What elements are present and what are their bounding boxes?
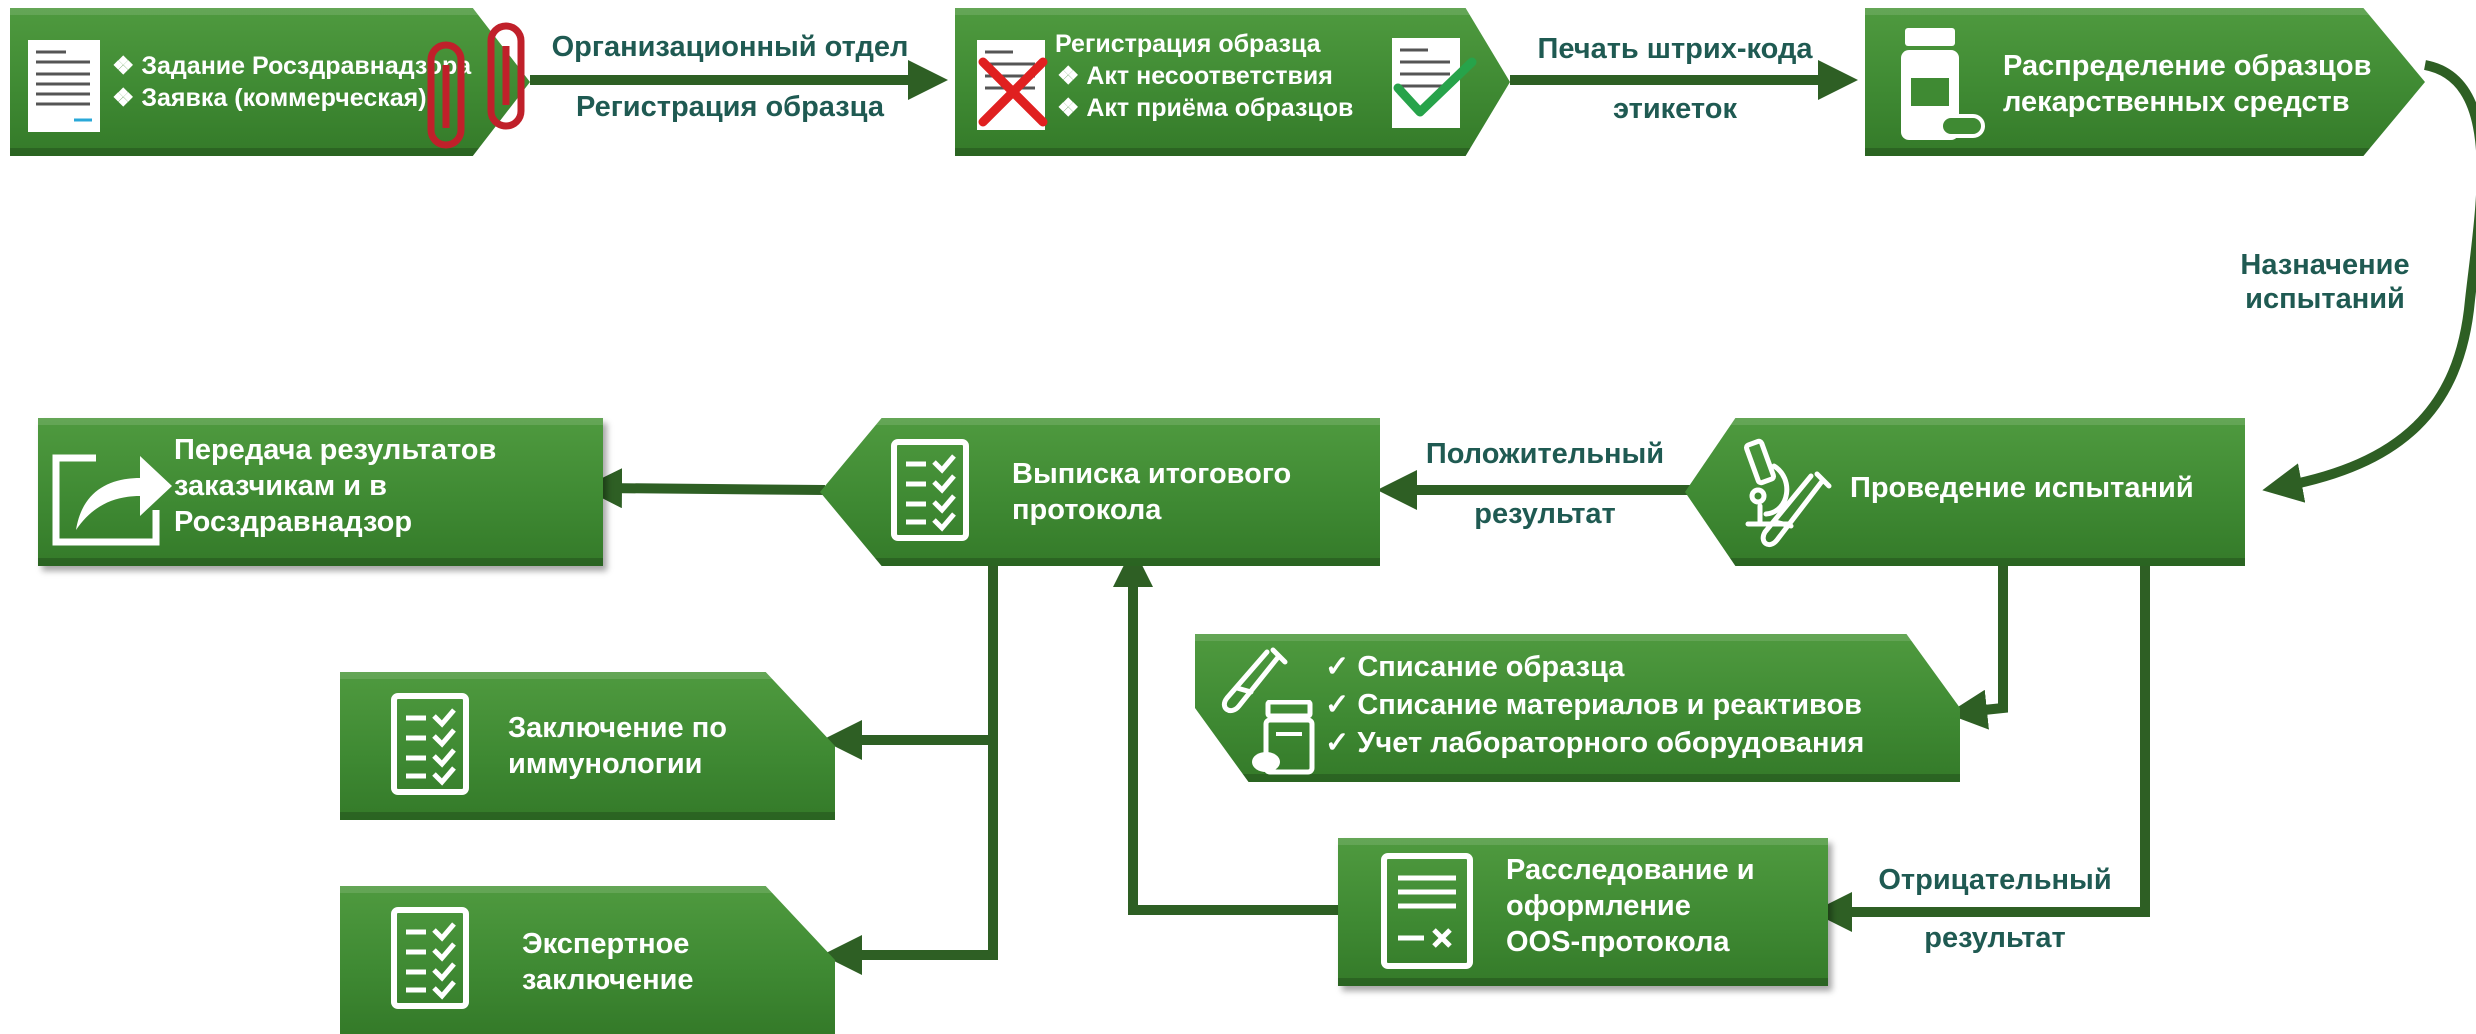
distribution-box: Распределение образцов лекарственных сре… [1865, 8, 2425, 156]
immunology-text: Заключение по [508, 712, 727, 744]
label-positive: Положительный [1425, 438, 1665, 470]
writeoff-item: ✓ Списание образца [1325, 651, 1625, 683]
label-negative-result: результат [1924, 922, 2066, 954]
testing-box: Проведение испытаний [1685, 418, 2245, 566]
checklist-icon [391, 907, 469, 1009]
arrow-testing-to-oos [1812, 565, 2150, 932]
oos-box: Расследование и оформление OOS-протокола [1338, 838, 1828, 986]
arrow-distribution-to-testing [2262, 60, 2476, 503]
protocol-text: протокола [1012, 494, 1162, 526]
writeoff-item: ✓ Учет лабораторного оборудования [1325, 727, 1865, 759]
transfer-box: Передача результатов заказчикам и в Росз… [38, 418, 603, 566]
test-tube-icon [1221, 647, 1288, 713]
label-assign-tests-line: испытаний [2245, 283, 2405, 315]
cross-icon [978, 57, 1048, 127]
document-icon [28, 40, 100, 132]
distribution-text: Распределение образцов [2003, 50, 2372, 82]
protocol-box: Выписка итогового протокола [820, 418, 1380, 566]
transfer-text: Передача результатов [174, 434, 497, 466]
checklist-icon [391, 693, 469, 795]
transfer-text: Росздравнадзор [174, 506, 413, 538]
arrow-oos-to-protocol [1113, 547, 1340, 915]
input-item: ❖ Задание Росздравнадзора [112, 52, 472, 80]
distribution-text: лекарственных средств [2003, 86, 2350, 118]
arrow-protocol-to-expert [822, 735, 998, 975]
paperclip-icon [427, 22, 525, 149]
writeoff-item: ✓ Списание материалов и реактивов [1325, 689, 1863, 721]
registration-box: Регистрация образца ❖ Акт несоответствия… [955, 8, 1510, 156]
transfer-text: заказчикам и в [174, 470, 387, 502]
writeoff-box: ✓ Списание образца ✓ Списание материалов… [1195, 634, 1960, 782]
checklist-icon [891, 439, 969, 541]
pill-bottle-icon [1901, 28, 1985, 140]
checkmark-icon [1393, 57, 1477, 117]
label-org-dept: Организационный отдел [551, 31, 909, 63]
oos-text: Расследование и [1506, 854, 1755, 886]
oos-text: OOS-протокола [1506, 926, 1730, 958]
share-icon [52, 454, 172, 546]
testing-text: Проведение испытаний [1850, 472, 2194, 504]
expert-text: Экспертное [522, 928, 690, 960]
immunology-box: Заключение по иммунологии [340, 672, 835, 820]
arrow-protocol-to-immunology [822, 565, 998, 760]
registration-title: Регистрация образца [1055, 30, 1321, 58]
label-labels-word: этикеток [1613, 93, 1737, 125]
label-positive-result: результат [1474, 498, 1616, 530]
protocol-text: Выписка итогового [1012, 458, 1292, 490]
oos-text: оформление [1506, 890, 1691, 922]
expert-text: заключение [522, 964, 694, 996]
registration-item: ❖ Акт несоответствия [1057, 62, 1333, 90]
label-negative: Отрицательный [1878, 864, 2112, 896]
arrow-protocol-to-transfer [582, 468, 826, 509]
label-assign-tests: Назначение испытаний [2200, 248, 2450, 316]
input-item: ❖ Заявка (коммерческая) [112, 84, 427, 112]
label-sample-reg: Регистрация образца [575, 91, 884, 123]
label-assign-tests-line: Назначение [2240, 249, 2410, 281]
expert-box: Экспертное заключение [340, 886, 835, 1034]
registration-item: ❖ Акт приёма образцов [1057, 94, 1354, 122]
test-tube-icon [1760, 471, 1832, 547]
pill-bottle-icon [1252, 700, 1315, 775]
arrow-testing-to-writeoff [1947, 565, 2008, 730]
label-print-barcode: Печать штрих-кода [1537, 33, 1813, 65]
immunology-text: иммунологии [508, 748, 703, 780]
oos-document-icon [1381, 853, 1473, 969]
